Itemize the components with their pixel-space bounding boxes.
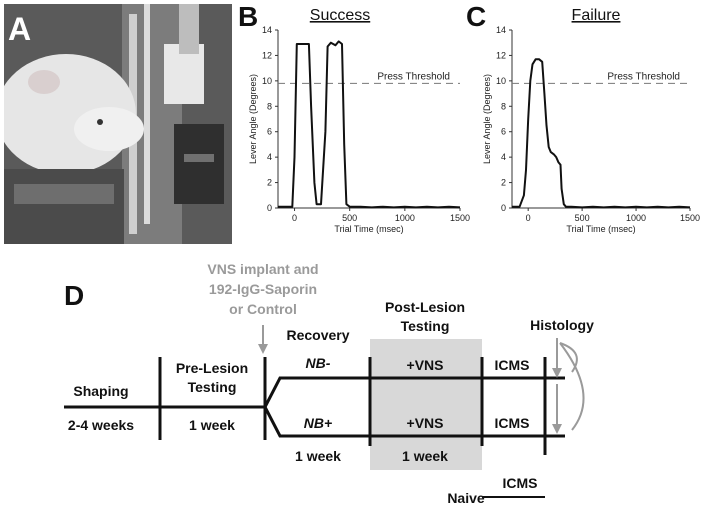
nb-minus-branch <box>263 376 565 408</box>
x-tick-label: 0 <box>526 213 531 223</box>
histology-arrow-bottom-curve <box>559 342 585 431</box>
x-tick-label: 1000 <box>626 213 646 223</box>
y-tick-label: 6 <box>501 127 506 137</box>
icms-bottom-label: ICMS <box>495 415 530 431</box>
histology-label: Histology <box>530 317 594 333</box>
y-tick-label: 10 <box>262 76 272 86</box>
threshold-label: Press Threshold <box>607 71 680 82</box>
recovery-label: Recovery <box>286 327 349 343</box>
vns-note-line-2: 192-IgG-Saporin <box>209 281 317 297</box>
y-tick-label: 10 <box>496 76 506 86</box>
chart-b-title: Success <box>310 7 370 24</box>
post-lesion-title-1: Post-Lesion <box>385 299 465 315</box>
nb-plus-label: NB+ <box>304 415 332 431</box>
timeline-lines <box>64 357 565 498</box>
y-tick-label: 12 <box>262 50 272 60</box>
rat-lever-photo <box>4 4 232 244</box>
vns-bottom-label: +VNS <box>407 415 444 431</box>
histology-arrowhead-bottom <box>552 424 562 434</box>
pre-lesion-title-2: Testing <box>188 379 237 395</box>
naive-label: Naive <box>447 490 485 506</box>
y-tick-label: 14 <box>262 25 272 35</box>
post-lesion-box <box>370 339 482 470</box>
y-tick-label: 8 <box>501 101 506 111</box>
y-axis-label: Lever Angle (Degrees) <box>482 74 492 164</box>
vns-note: VNS implant and 192-IgG-Saporin or Contr… <box>207 261 318 317</box>
icms-top-label: ICMS <box>495 357 530 373</box>
pre-lesion-title-1: Pre-Lesion <box>176 360 248 376</box>
panel-letter-c: C <box>466 1 486 32</box>
y-tick-label: 12 <box>496 50 506 60</box>
rat-head <box>74 107 144 151</box>
y-tick-label: 0 <box>501 203 506 213</box>
series-line <box>512 58 691 209</box>
x-tick-label: 0 <box>292 213 297 223</box>
vns-arrow-head <box>258 344 268 354</box>
y-tick-label: 4 <box>501 152 506 162</box>
rat-ear <box>28 70 60 94</box>
y-tick-label: 4 <box>267 152 272 162</box>
vns-top-label: +VNS <box>407 357 444 373</box>
y-axis-label: Lever Angle (Degrees) <box>248 74 258 164</box>
y-tick-label: 6 <box>267 127 272 137</box>
recovery-duration: 1 week <box>295 448 341 464</box>
chart-c-title: Failure <box>572 7 621 24</box>
x-tick-label: 500 <box>575 213 590 223</box>
vns-note-line-3: or Control <box>229 301 297 317</box>
histology-arrow-top-curve <box>559 342 578 373</box>
vns-note-line-1: VNS implant and <box>207 261 318 277</box>
threshold-label: Press Threshold <box>377 71 450 82</box>
x-axis-label: Trial Time (msec) <box>334 224 403 234</box>
panel-letter-a: A <box>8 11 31 47</box>
post-lesion-duration: 1 week <box>402 448 448 464</box>
y-tick-label: 2 <box>501 178 506 188</box>
post-lesion-title-2: Testing <box>401 318 450 334</box>
lever-rod <box>179 4 199 54</box>
nb-minus-label: NB- <box>306 355 331 371</box>
x-tick-label: 1500 <box>680 213 700 223</box>
y-tick-label: 14 <box>496 25 506 35</box>
naive-icms-label: ICMS <box>503 475 538 491</box>
y-tick-label: 0 <box>267 203 272 213</box>
x-axis-label: Trial Time (msec) <box>566 224 635 234</box>
y-tick-label: 8 <box>267 101 272 111</box>
x-tick-label: 1000 <box>395 213 415 223</box>
shaping-duration: 2-4 weeks <box>68 417 134 433</box>
photo-illustration <box>4 4 232 244</box>
histology-arrows <box>556 338 585 431</box>
panel-letter-b: B <box>238 1 258 32</box>
histology-arrowhead-top <box>552 368 562 378</box>
floor-slats <box>14 184 114 204</box>
board-part <box>184 154 214 162</box>
x-tick-label: 500 <box>342 213 357 223</box>
rat-eye <box>97 119 103 125</box>
panel-letter-d: D <box>64 280 84 311</box>
pre-lesion-duration: 1 week <box>189 417 235 433</box>
x-tick-label: 1500 <box>450 213 470 223</box>
cage-floor <box>4 169 124 244</box>
shaping-label: Shaping <box>73 383 128 399</box>
nb-plus-branch <box>263 406 565 438</box>
series-line <box>278 40 461 209</box>
electronics-board <box>174 124 224 204</box>
y-tick-label: 2 <box>267 178 272 188</box>
cage-bar <box>144 4 150 224</box>
